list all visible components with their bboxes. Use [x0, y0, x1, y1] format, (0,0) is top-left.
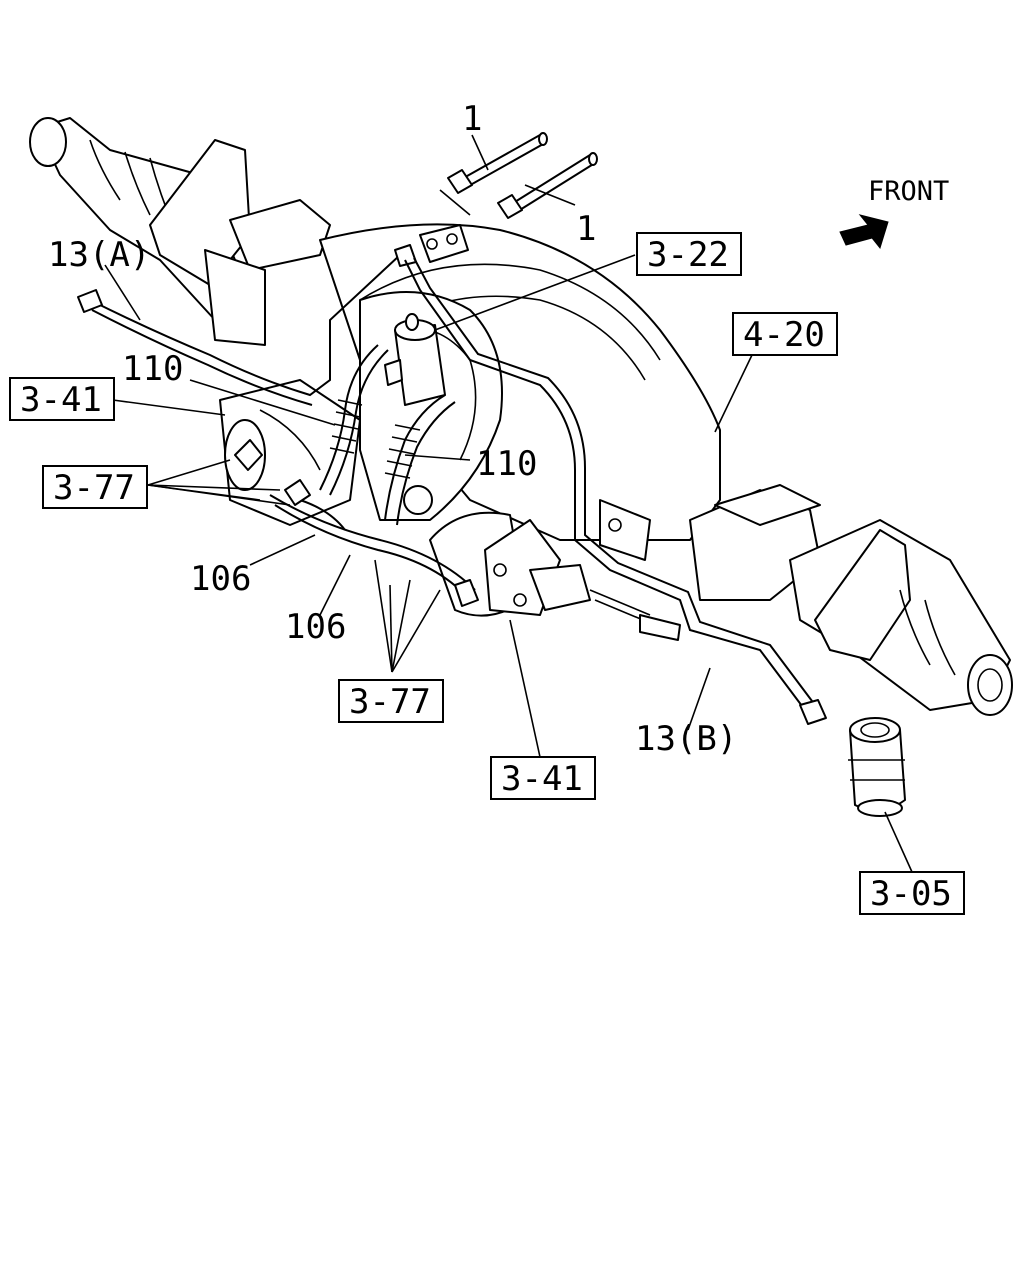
leader-lines — [104, 134, 913, 873]
relay-valve — [384, 313, 446, 406]
bolt-1a — [447, 132, 548, 194]
pipe-106 — [234, 439, 479, 607]
hose-110-left — [319, 344, 389, 496]
label-hose-110-right: 110 — [476, 444, 537, 484]
ref-3-41-left-text: 3-41 — [20, 380, 102, 420]
brake-pipe-13a — [77, 244, 417, 406]
ref-3-22-text: 3-22 — [647, 235, 729, 275]
axle-housing-right — [689, 484, 1013, 716]
label-hose-110-left: 110 — [122, 349, 183, 389]
bolt-bracket — [419, 189, 471, 263]
ref-3-05-text: 3-05 — [870, 874, 952, 914]
label-front: FRONT — [868, 176, 949, 207]
wheel-cylinder — [848, 717, 906, 817]
ref-3-77-bottom-text: 3-77 — [349, 682, 431, 722]
label-bolt-1b: 1 — [576, 209, 596, 249]
ref-box-3-77-bottom[interactable]: 3-77 — [338, 679, 444, 723]
label-hose-13b: 13(B) — [635, 719, 737, 759]
axle-housing-left — [29, 117, 331, 346]
front-arrow-icon — [839, 214, 889, 250]
label-pipe-106-left: 106 — [190, 559, 251, 599]
ref-4-20-text: 4-20 — [743, 315, 825, 355]
hose-110-right — [384, 394, 456, 526]
brake-pipe-13b — [404, 257, 827, 725]
label-pipe-106-bottom: 106 — [285, 607, 346, 647]
ref-box-3-41-bottom[interactable]: 3-41 — [490, 756, 596, 800]
ref-3-77-left-text: 3-77 — [53, 468, 135, 508]
brake-chamber-bottom — [429, 511, 681, 641]
ref-box-3-77-left[interactable]: 3-77 — [42, 465, 148, 509]
ref-box-4-20[interactable]: 4-20 — [732, 312, 838, 356]
ref-3-41-bottom-text: 3-41 — [501, 759, 583, 799]
bolt-1b — [497, 152, 598, 219]
ref-box-3-05[interactable]: 3-05 — [859, 871, 965, 915]
ref-box-3-41-left[interactable]: 3-41 — [9, 377, 115, 421]
label-hose-13a: 13(A) — [48, 235, 150, 275]
ref-box-3-22[interactable]: 3-22 — [636, 232, 742, 276]
label-bolt-1a: 1 — [462, 99, 482, 139]
